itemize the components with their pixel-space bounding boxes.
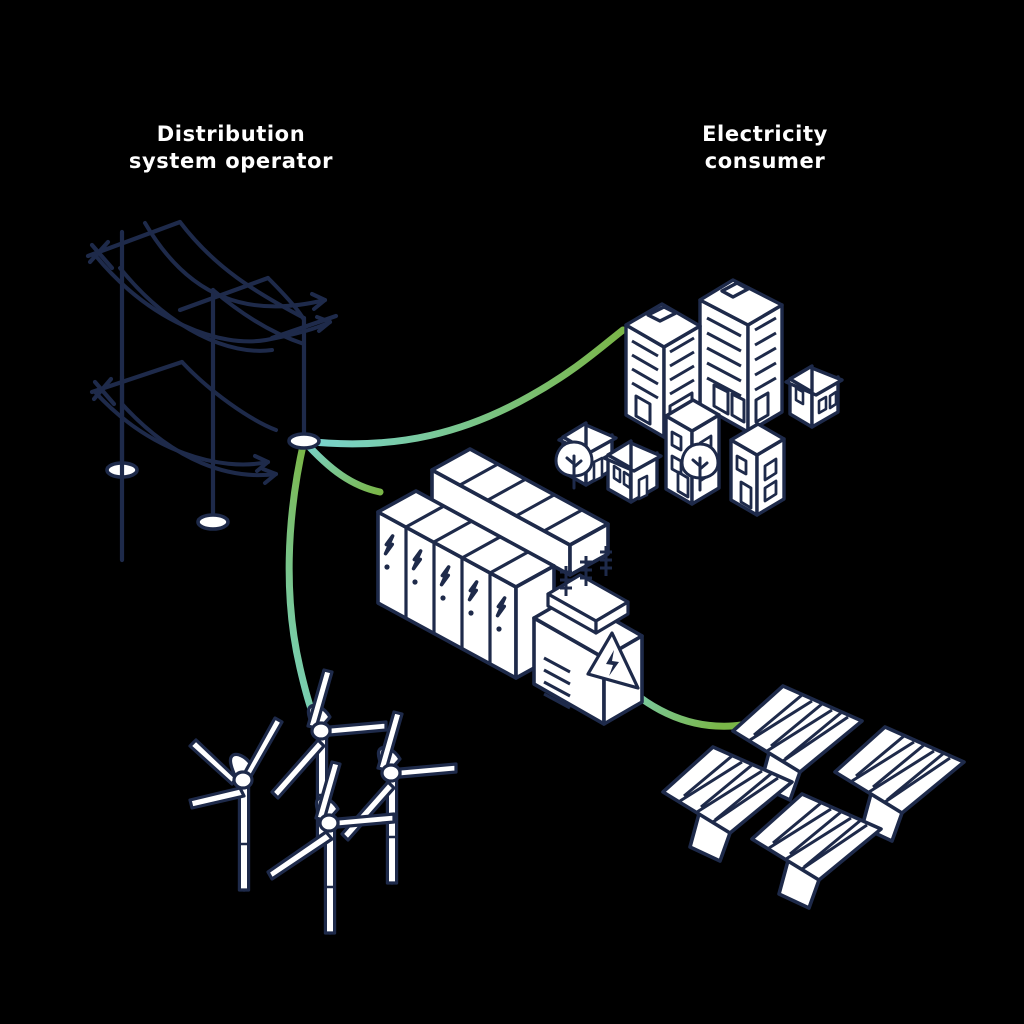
distribution-grid-towers xyxy=(85,219,339,563)
transmission-tower-4 xyxy=(89,359,185,563)
power-lines xyxy=(93,220,332,478)
wind-turbine-3 xyxy=(340,710,458,885)
wind-turbine-1 xyxy=(188,716,284,892)
grid-to-storage-flow xyxy=(300,437,384,496)
wind-turbines xyxy=(188,668,458,935)
power-line-arrow-tips xyxy=(253,292,332,485)
solar-panel-array xyxy=(661,684,966,910)
midrise-building-2 xyxy=(729,422,786,517)
label-distribution-system-operator: Distribution system operator xyxy=(128,122,334,174)
wind-turbine-4 xyxy=(266,760,396,935)
high-voltage-warning-icon xyxy=(586,631,640,690)
solar-panel-4 xyxy=(750,792,883,910)
solar-panel-2 xyxy=(661,745,794,863)
solar-panel-3 xyxy=(833,725,966,843)
label-electricity-consumer: Electricity consumer xyxy=(702,122,828,174)
highrise-building-2 xyxy=(698,278,784,434)
transmission-tower-2 xyxy=(177,275,271,531)
city-buildings xyxy=(554,278,844,517)
battery-energy-storage xyxy=(376,447,644,726)
grid-to-consumer-flow xyxy=(300,326,627,448)
grid-to-wind-flow xyxy=(285,437,325,734)
house-3 xyxy=(784,364,844,429)
transformer-bushings xyxy=(560,546,612,596)
transformer-cooling-fins xyxy=(543,656,571,710)
house-2 xyxy=(602,439,663,504)
battery-row-back xyxy=(430,447,610,577)
wind-turbine-2 xyxy=(270,668,388,843)
transformer-unit xyxy=(532,546,644,726)
